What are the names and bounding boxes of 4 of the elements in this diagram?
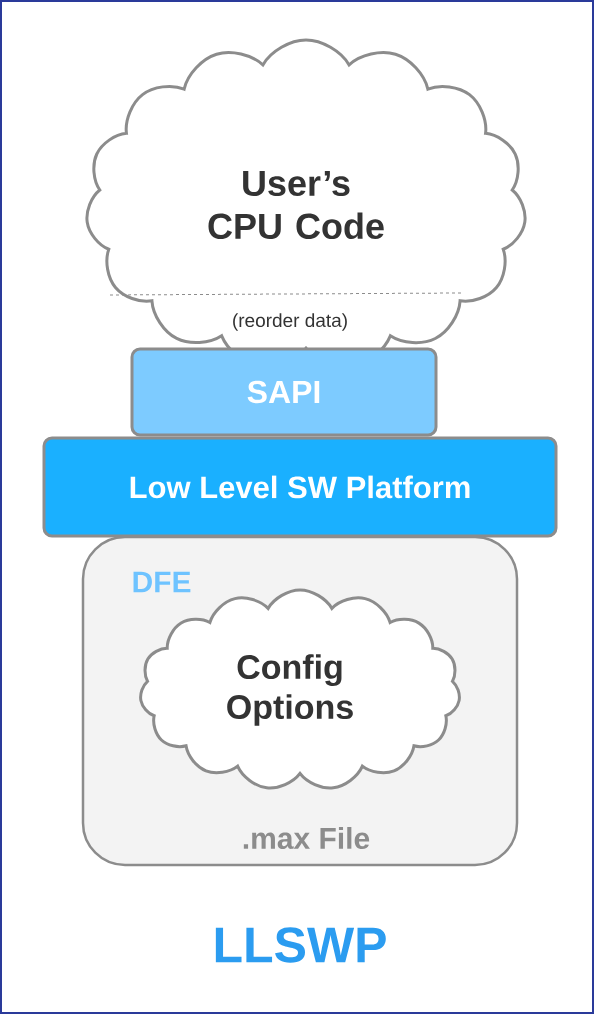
title-label: LLSWP — [215, 927, 386, 963]
cloud: User’s CPU Code (reorder data) — [85, 38, 527, 369]
layer-box: Low Level SW Platform — [42, 436, 558, 538]
layer-box: SAPI — [130, 347, 438, 437]
